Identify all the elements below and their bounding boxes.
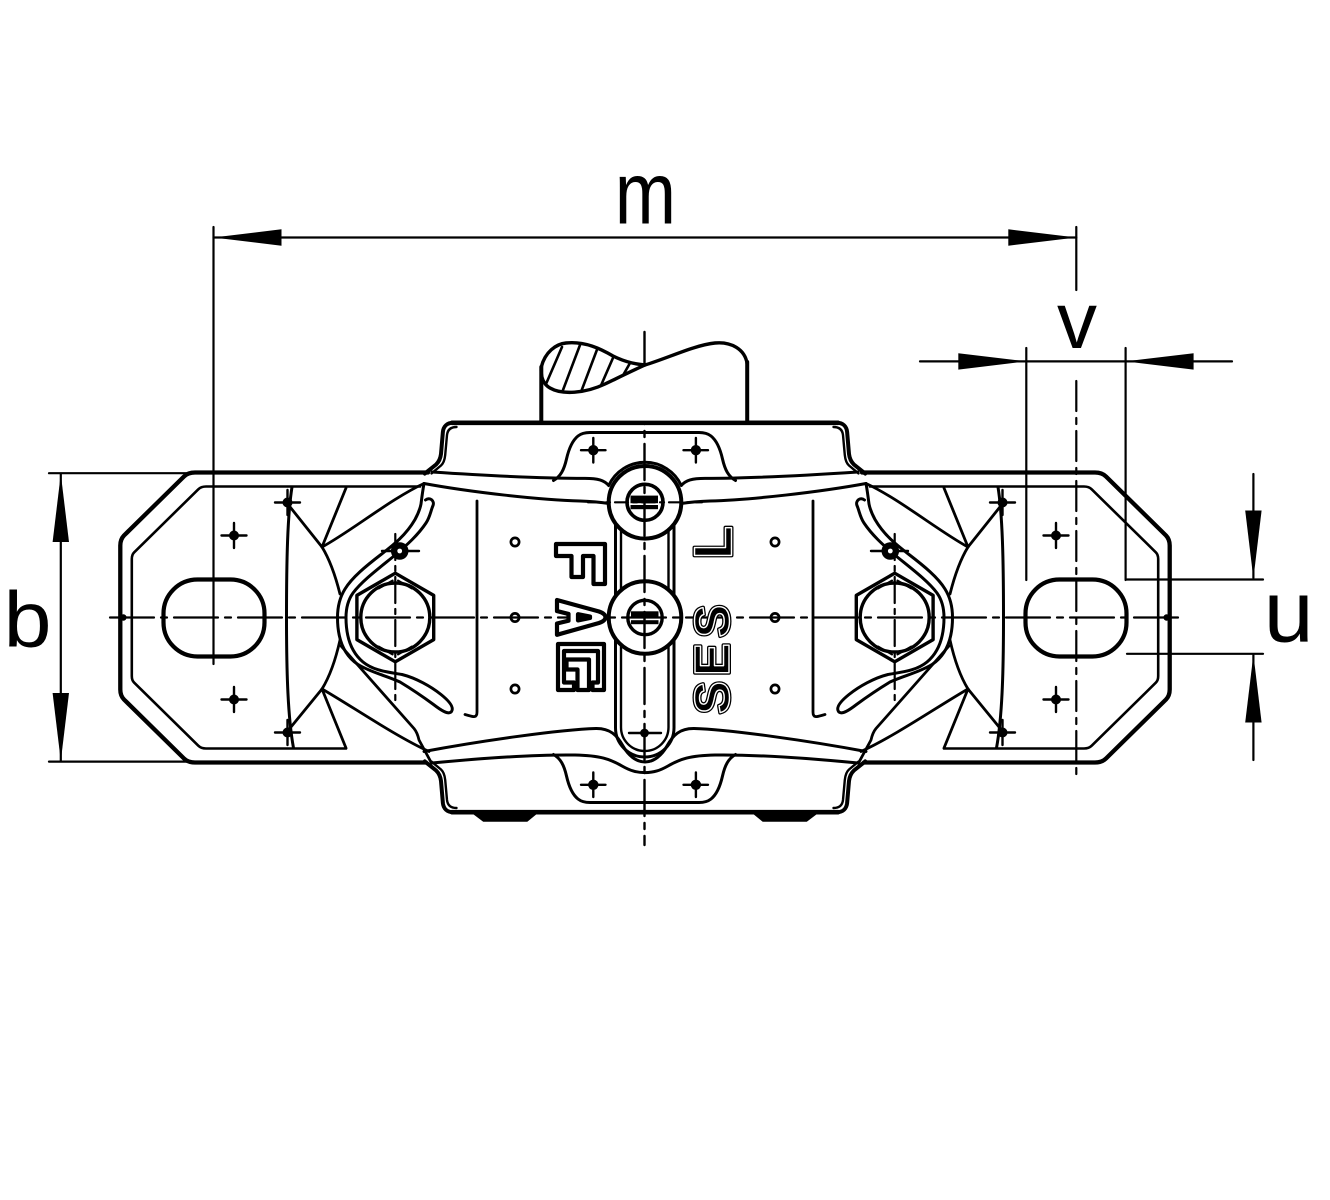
svg-text:S: S: [686, 605, 740, 638]
svg-text:E: E: [686, 643, 740, 676]
svg-text:m: m: [615, 145, 676, 243]
svg-text:E: E: [686, 643, 740, 676]
svg-text:S: S: [686, 681, 740, 714]
svg-text:L: L: [684, 526, 744, 559]
svg-text:L: L: [684, 526, 744, 559]
svg-text:b: b: [4, 575, 52, 664]
svg-text:u: u: [1264, 563, 1314, 660]
svg-text:S: S: [686, 681, 740, 714]
svg-text:S: S: [686, 605, 740, 638]
svg-text:v: v: [1057, 276, 1097, 365]
